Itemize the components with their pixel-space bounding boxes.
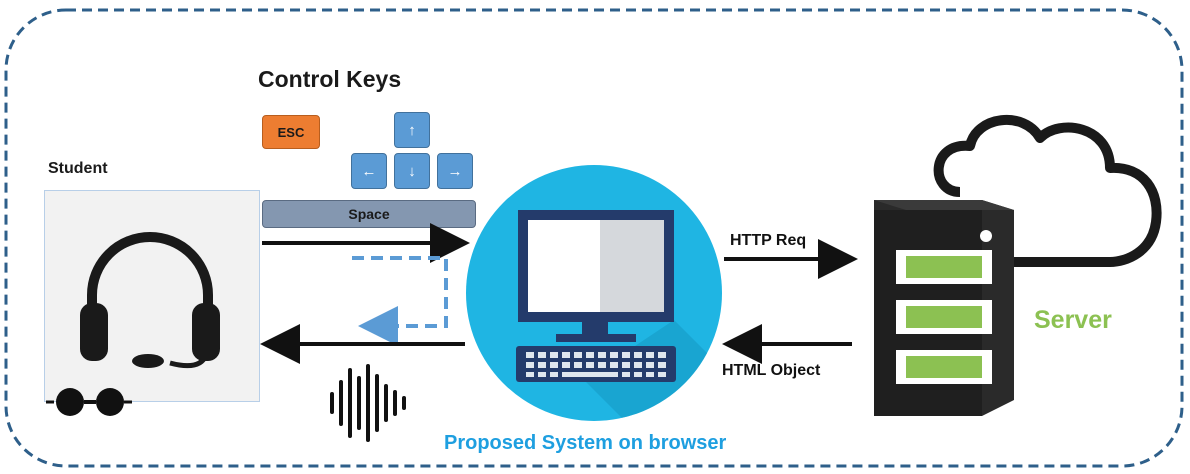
computer-icon xyxy=(466,165,722,421)
headset-icon xyxy=(80,232,220,369)
right-arrow-key: → xyxy=(437,153,473,189)
space-key: Space xyxy=(262,200,476,228)
up-arrow-key: ↑ xyxy=(394,112,430,148)
left-arrow-key: ← xyxy=(351,153,387,189)
student-label: Student xyxy=(48,160,108,177)
server-tower-icon xyxy=(874,200,1014,416)
system-caption: Proposed System on browser xyxy=(444,432,727,454)
cloud-icon xyxy=(933,114,1162,267)
html-object-label: HTML Object xyxy=(722,362,821,379)
sound-wave-icon xyxy=(330,364,406,442)
server-label: Server xyxy=(1034,306,1112,334)
down-arrow-key: ↓ xyxy=(394,153,430,189)
feedback-dashed-arrow xyxy=(352,256,448,346)
control-keys-title: Control Keys xyxy=(258,66,402,92)
esc-key: ESC xyxy=(262,115,320,149)
glasses-icon xyxy=(46,388,132,416)
http-req-label: HTTP Req xyxy=(730,232,807,249)
